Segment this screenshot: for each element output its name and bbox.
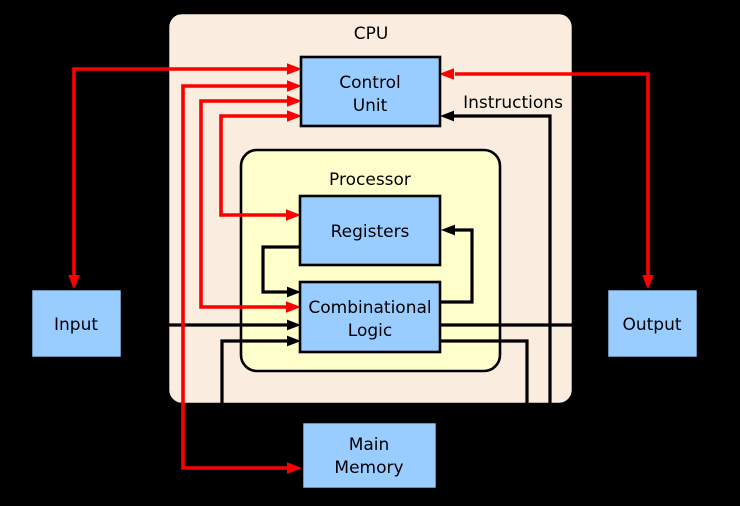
processor-label: Processor <box>329 170 411 190</box>
instructions-annotation: Instructions <box>463 93 563 113</box>
instructions-line <box>453 114 552 503</box>
edge-combinational-logic-to-memory <box>440 339 529 503</box>
logic-to-registers-arrowhead <box>441 224 455 236</box>
input-data-arrowhead <box>287 319 301 331</box>
registers-box <box>298 194 442 267</box>
memory-read-line <box>220 339 288 503</box>
main-memory-label-line1: Main <box>349 435 390 455</box>
memory-write-line <box>440 339 529 503</box>
control-output-line <box>455 72 650 276</box>
registers-to-logic-line <box>261 245 300 294</box>
control-memory-arrowhead-memory <box>287 462 302 474</box>
control-registers-arrowhead-registers <box>286 209 301 221</box>
control-unit-label-line1: Control <box>339 73 400 93</box>
control-registers-line <box>219 114 288 217</box>
combinational-logic-box <box>298 280 442 354</box>
edge-instructions-memory-to-control-unit <box>440 110 552 503</box>
control-registers-arrowhead-cu <box>287 110 302 122</box>
cpu-label: CPU <box>354 24 389 44</box>
combinational-logic-label-line2: Logic <box>348 321 392 341</box>
edge-input-to-combinational-logic <box>122 319 301 331</box>
control-input-line <box>72 67 288 276</box>
memory-read-arrowhead <box>287 335 301 347</box>
control-memory-line <box>181 84 289 470</box>
edge-control-unit-to-memory <box>181 80 302 474</box>
control-output-arrowhead-cu <box>439 68 454 80</box>
registers-to-logic-arrowhead <box>287 286 301 298</box>
edge-memory-to-combinational-logic <box>220 335 301 503</box>
edge-registers-to-combinational-logic <box>261 245 301 298</box>
input-box <box>29 287 124 360</box>
control-logic-arrowhead-logic <box>286 301 301 313</box>
main-memory-label-line2: Memory <box>334 458 403 478</box>
edge-control-unit-to-registers <box>219 110 302 221</box>
control-unit-box <box>299 55 442 128</box>
edge-control-unit-to-combinational-logic <box>199 95 302 313</box>
control-input-arrowhead-input <box>68 275 80 290</box>
control-unit-label-line2: Unit <box>353 96 388 116</box>
output-label: Output <box>622 315 681 335</box>
control-logic-line <box>199 99 288 309</box>
input-label: Input <box>54 315 98 335</box>
edge-control-unit-to-output <box>439 68 654 290</box>
registers-label: Registers <box>331 222 410 242</box>
edge-combinational-logic-to-registers <box>440 224 474 304</box>
control-output-arrowhead-output <box>642 275 654 290</box>
edge-control-unit-to-input <box>68 63 302 290</box>
instructions-arrowhead <box>440 110 454 122</box>
control-memory-arrowhead-cu <box>287 80 302 92</box>
main-memory-box <box>300 420 439 491</box>
combinational-logic-label-line1: Combinational <box>308 298 431 318</box>
output-box <box>605 287 700 360</box>
logic-to-registers-line <box>440 228 474 304</box>
control-logic-arrowhead-cu <box>287 95 302 107</box>
control-input-arrowhead-cu <box>287 63 302 75</box>
